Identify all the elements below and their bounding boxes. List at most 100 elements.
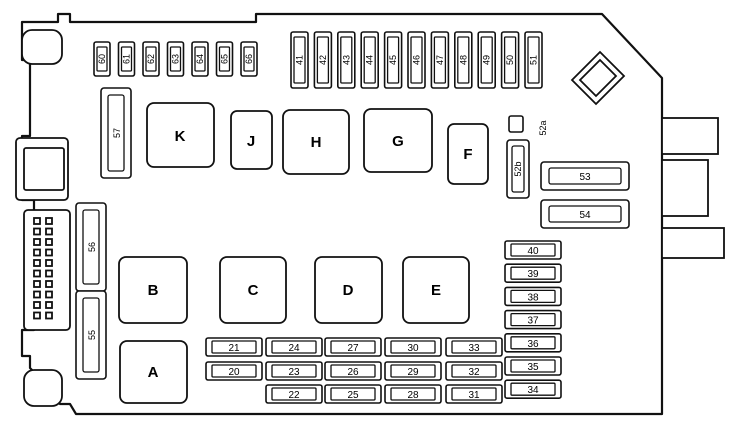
mounting-ear-top xyxy=(21,29,63,65)
fuse-label: 35 xyxy=(527,362,539,373)
fuse-label: 29 xyxy=(407,367,419,378)
fuse-36: 36 xyxy=(504,332,562,353)
fuse-label: 61 xyxy=(122,54,132,64)
connector-pin xyxy=(33,269,41,278)
fuse-40: 40 xyxy=(504,240,562,260)
fuse-label: 34 xyxy=(527,385,539,396)
fuse-64: 64 xyxy=(191,41,209,77)
connector-pin xyxy=(45,238,53,246)
fuse-label: 44 xyxy=(365,55,375,65)
connector-pin xyxy=(45,227,53,236)
relay-J: J xyxy=(230,110,273,170)
fuse-56: 56 xyxy=(75,202,107,292)
fuse-label: 27 xyxy=(347,343,359,354)
relays: K J H G F B C D xyxy=(118,102,489,404)
fuse-63: 63 xyxy=(166,41,185,77)
fuse-label: 36 xyxy=(527,339,539,350)
fuse-label: 37 xyxy=(527,316,539,327)
fuse-20: 20 xyxy=(205,361,263,381)
fuse-42: 42 xyxy=(313,31,333,89)
connector-pin xyxy=(45,290,53,299)
maxi-fuses: 53 54 xyxy=(540,161,630,229)
fuse-66: 66 xyxy=(240,41,258,77)
fuse-55: 55 xyxy=(75,290,107,380)
fuse-label: 23 xyxy=(288,367,300,378)
fuse-45: 45 xyxy=(383,31,403,89)
fuse-label: 32 xyxy=(468,367,480,378)
fuse-label: 40 xyxy=(527,246,539,257)
fuse-22: 22 xyxy=(265,384,323,404)
relay-label: E xyxy=(431,282,441,299)
relay-label: B xyxy=(148,282,159,299)
fuse-21: 21 xyxy=(205,337,263,357)
fuse-label: 66 xyxy=(244,54,254,64)
fuse-label: 62 xyxy=(146,54,156,64)
connector-pin xyxy=(45,217,53,225)
fuse-label: 28 xyxy=(407,390,419,401)
relay-label: K xyxy=(175,128,186,145)
fuse-label: 51 xyxy=(529,55,539,65)
relay-B: B xyxy=(118,256,188,324)
fuse-label: 38 xyxy=(527,292,539,303)
relay-label: F xyxy=(463,146,472,163)
fuse-label: 26 xyxy=(347,367,359,378)
connector-pin xyxy=(33,301,41,309)
fuse-35: 35 xyxy=(504,356,562,376)
connector-pin xyxy=(33,259,41,267)
connector-pin xyxy=(33,227,41,236)
connector-pin xyxy=(33,311,41,320)
fuse-25: 25 xyxy=(324,384,382,404)
right-column-fuses: 40 39 38 37 36 35 34 xyxy=(504,240,562,400)
fuse-43: 43 xyxy=(336,31,356,89)
connector-pin xyxy=(45,259,53,267)
relay-F: F xyxy=(447,123,489,185)
left-connector-top-inner xyxy=(23,147,65,191)
fuse-53: 53 xyxy=(540,161,630,191)
left-connector-pins xyxy=(33,217,53,320)
relay-H: H xyxy=(282,109,350,175)
right-clip-inner xyxy=(578,58,618,98)
fuse-33: 33 xyxy=(445,337,503,357)
fuse-34: 34 xyxy=(504,379,562,400)
fuse-47: 47 xyxy=(430,31,450,89)
connector-pin xyxy=(33,238,41,246)
fuse-label: 25 xyxy=(347,390,359,401)
fuse-label: 22 xyxy=(288,390,300,401)
fuse-label: 47 xyxy=(435,55,445,65)
fuse-23: 23 xyxy=(265,361,323,381)
fuse-41: 41 xyxy=(290,31,309,89)
fuse-label: 30 xyxy=(407,343,419,354)
fuse-label: 42 xyxy=(318,55,328,65)
relay-label: G xyxy=(392,133,404,150)
connector-pin xyxy=(45,280,53,288)
fuse-57: 57 xyxy=(100,87,132,179)
fuse-52a: 52a xyxy=(508,115,548,136)
fuse-label: 65 xyxy=(220,54,230,64)
right-bracket-3 xyxy=(661,227,725,259)
connector-pin xyxy=(45,311,53,320)
connector-pin xyxy=(33,290,41,299)
mounting-ear-bottom xyxy=(23,369,63,407)
tall-fuses: 57 56 55 xyxy=(75,87,132,380)
fuse-label: 55 xyxy=(87,330,97,340)
relay-label: J xyxy=(247,133,255,150)
fuse-label: 20 xyxy=(228,367,240,378)
fuse-62: 62 xyxy=(142,41,160,77)
fuse-29: 29 xyxy=(384,361,442,381)
relay-E: E xyxy=(402,256,470,324)
connector-pin xyxy=(33,248,41,257)
fuse-label: 50 xyxy=(505,55,515,65)
fuse-65: 65 xyxy=(215,41,234,77)
connector-pin xyxy=(33,280,41,288)
right-bracket-1 xyxy=(661,117,719,155)
fuse-39: 39 xyxy=(504,263,562,284)
fuse-label: 45 xyxy=(388,55,398,65)
relay-C: C xyxy=(219,256,287,324)
fuse-24: 24 xyxy=(265,337,323,357)
fuse-61: 61 xyxy=(117,41,136,77)
fuse-30: 30 xyxy=(384,337,442,357)
relay-G: G xyxy=(363,108,433,173)
